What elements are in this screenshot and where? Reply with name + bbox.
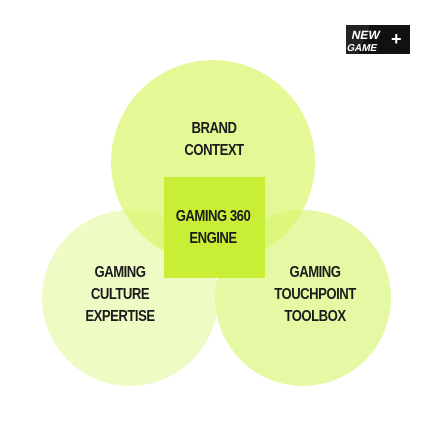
new-game-plus-logo: NEW GAME +: [346, 25, 410, 54]
label-brand-line-2: CONTEXT: [184, 142, 244, 159]
label-gaming-touchpoint-toolbox: GAMING TOUCHPOINT TOOLBOX: [266, 262, 364, 328]
logo-bottom-text: GAME: [346, 43, 378, 54]
label-culture-line-3: EXPERTISE: [85, 308, 155, 325]
label-engine-line-2: ENGINE: [189, 230, 237, 247]
label-engine-line-1: GAMING 360: [175, 208, 251, 225]
label-touch-line-2: TOUCHPOINT: [274, 286, 356, 303]
label-touch-line-1: GAMING: [289, 264, 341, 281]
label-culture-line-1: GAMING: [94, 264, 146, 281]
label-culture-line-2: CULTURE: [90, 286, 150, 303]
label-gaming-360-engine: GAMING 360 ENGINE: [164, 206, 262, 250]
label-gaming-culture-expertise: GAMING CULTURE EXPERTISE: [71, 262, 169, 328]
center-square: [164, 177, 265, 278]
label-touch-line-3: TOOLBOX: [284, 308, 346, 325]
label-brand-line-1: BRAND: [191, 120, 237, 137]
logo-plus: +: [391, 29, 402, 49]
label-brand-context: BRAND CONTEXT: [165, 118, 263, 162]
logo-top-text: NEW: [350, 28, 381, 42]
